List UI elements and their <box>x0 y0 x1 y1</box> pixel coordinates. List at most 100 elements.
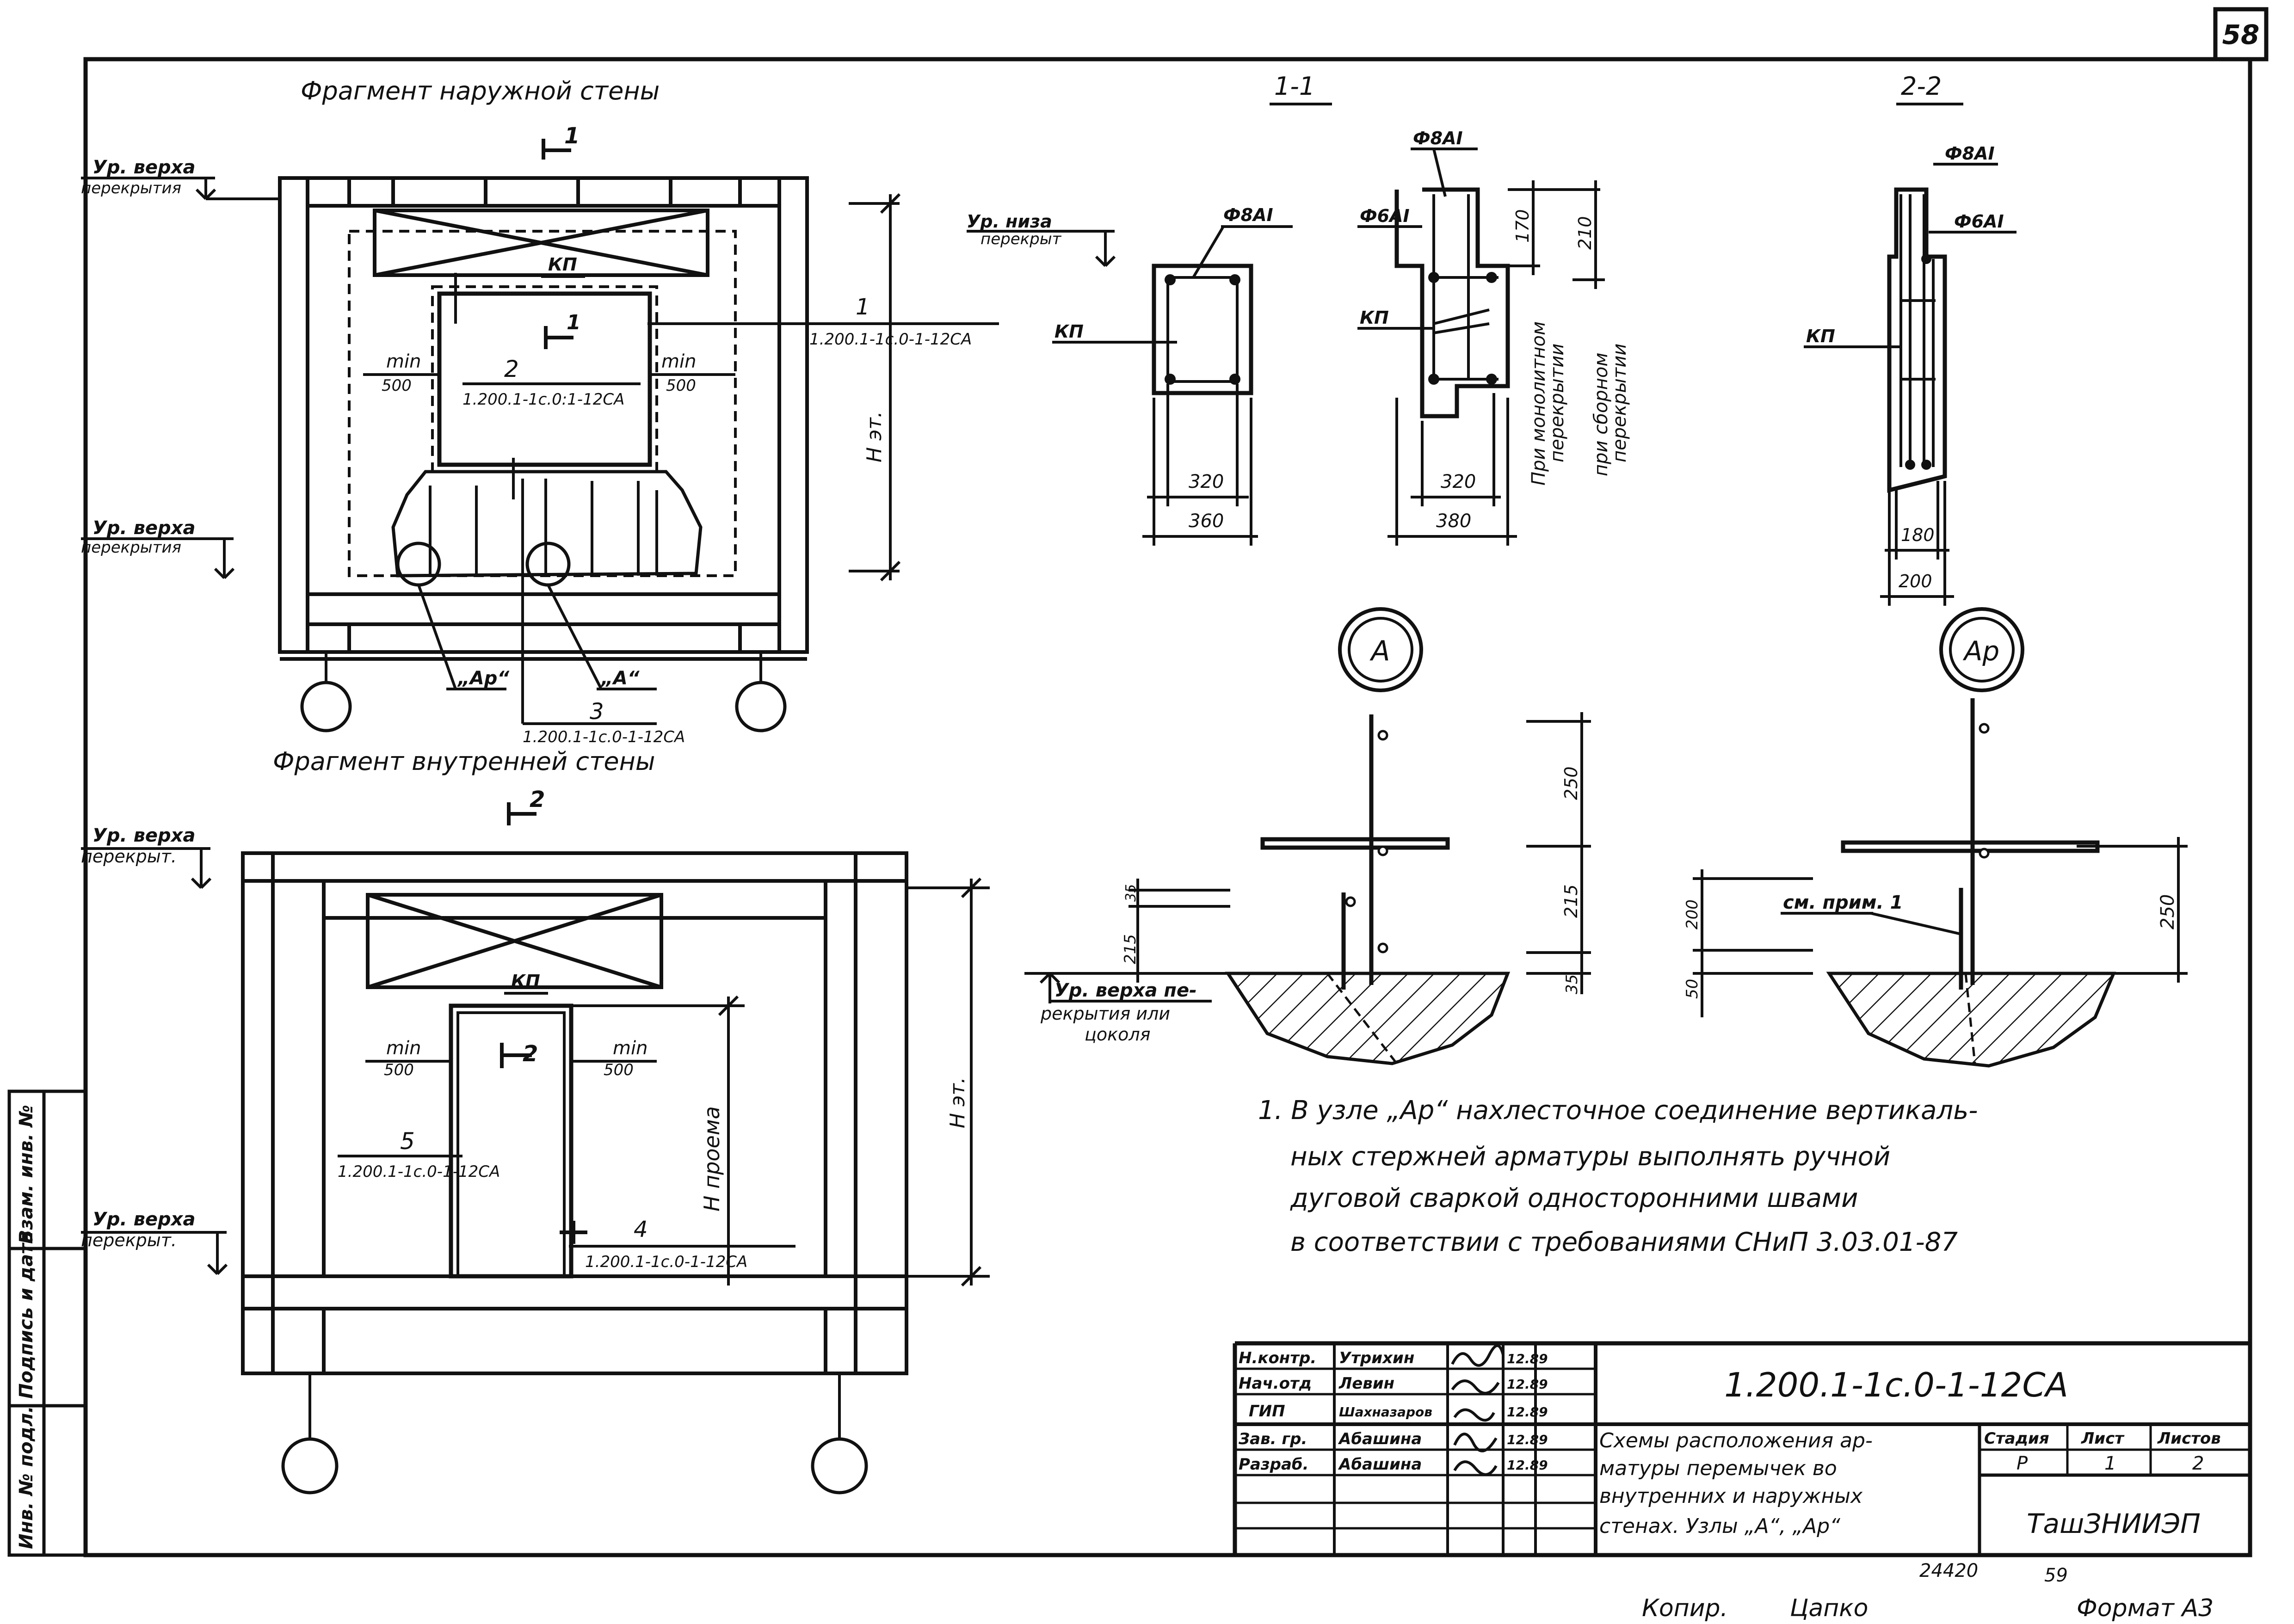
note-line-2: ных стержней арматуры выполнять ручной <box>1290 1142 1890 1172</box>
page-number: 58 <box>2222 19 2260 50</box>
node-a-dims-left <box>1128 879 1230 983</box>
tb-date-5: 12.89 <box>1507 1458 1548 1473</box>
node-a-bars <box>1260 714 1450 990</box>
s11b-dim-210: 210 <box>1575 216 1595 250</box>
inner-min-left-val: 500 <box>384 1061 414 1079</box>
note-line-4: в соответствии с требованиями СНиП 3.03.… <box>1290 1227 1958 1257</box>
tb-sheets: 2 <box>2192 1453 2204 1474</box>
bottom-format: Формат А3 <box>2077 1594 2214 1622</box>
lintel-1-number: 1 <box>856 294 870 320</box>
opening-dashed <box>431 285 658 473</box>
outer-min-right-val: 500 <box>666 376 696 395</box>
s11b-dim-outer: 380 <box>1436 511 1471 532</box>
tb-sheet: 1 <box>2104 1453 2116 1474</box>
section-mark-1-top-number: 1 <box>564 123 580 149</box>
tb-sheet-title-1: Схемы расположения ар- <box>1599 1429 1873 1452</box>
node-ar-dim-250: 250 <box>2157 894 2178 929</box>
node-a-dim-35: 35 <box>1563 974 1581 994</box>
node-a-dim-35-left: 35 <box>1123 884 1139 902</box>
node-a-detail: А 250 215 35 215 35 <box>1024 607 1591 1065</box>
inner-level-bottom-1: Ур. верха <box>92 1209 195 1230</box>
opening-height-label: H проема <box>699 1106 724 1212</box>
node-ar-dims <box>1693 837 2188 1017</box>
section-mark-1-inner-number: 1 <box>567 311 581 334</box>
tb-date-4: 12.89 <box>1507 1432 1548 1447</box>
section-2-2-title: 2-2 <box>1901 72 1942 101</box>
lintel-2-code: 1.200.1-1с.0:1-12СА <box>462 390 624 409</box>
outer-min-left-val: 500 <box>382 376 412 395</box>
node-a-marker-label: А <box>1369 635 1390 667</box>
lintel-2-number: 2 <box>504 356 519 382</box>
outer-level-bottom-marker <box>81 537 235 579</box>
bottom-copier: Цапко <box>1790 1594 1868 1622</box>
s22-cage <box>1899 194 1936 467</box>
tb-date-2: 12.89 <box>1507 1377 1548 1392</box>
s11-rebar-label: Ф8АI <box>1223 205 1273 225</box>
node-a-dims-right <box>1526 712 1591 994</box>
inner-axis-right <box>811 1437 868 1495</box>
tb-date-1: 12.89 <box>1507 1351 1548 1366</box>
node-ar-note-leader <box>1870 912 1961 935</box>
outer-axis-left <box>300 681 352 732</box>
tb-signatures <box>1451 1344 1505 1476</box>
node-leaders <box>417 573 657 725</box>
s11-cage <box>1166 276 1239 383</box>
title-block <box>1233 1341 2250 1555</box>
s11b-cage <box>1432 194 1498 381</box>
node-a-slab-hatch <box>1225 972 1511 1065</box>
inner-height-label: H эт. <box>946 1077 969 1128</box>
tb-name-4: Абашина <box>1338 1430 1422 1448</box>
node-ar-label: „Ар“ <box>457 668 510 689</box>
sheet-frame <box>83 57 2252 1557</box>
s11b-note-monolith-1: При монолитном <box>1528 321 1549 486</box>
node-a-weld-dots <box>1345 730 1388 953</box>
lintel-4-mark <box>560 1221 587 1244</box>
inner-wall-outline <box>241 851 908 1375</box>
outer-node-ar-circle <box>396 541 441 587</box>
node-ar-marker-outer <box>1939 607 2024 692</box>
opening-height-dim <box>571 995 745 1286</box>
tb-org: ТашЗНИИЭП <box>2027 1508 2201 1539</box>
outer-wall-broken-zone <box>391 470 703 578</box>
inner-wall-title: Фрагмент внутренней стены <box>273 747 655 776</box>
node-ar-marker-inner <box>1949 617 2015 683</box>
node-ar-note-ref: см. прим. 1 <box>1783 892 1903 913</box>
node-a-marker-inner <box>1348 617 1413 683</box>
outer-min-left: min <box>386 351 421 372</box>
node-a-level-3: цоколя <box>1085 1024 1150 1045</box>
s22-dims <box>1880 481 1954 606</box>
outer-wall-title: Фрагмент наружной стены <box>301 76 660 105</box>
outer-height-label: H эт. <box>863 411 886 462</box>
tb-name-1: Утрихин <box>1339 1349 1414 1367</box>
s11b-note-monolith-2: перекрытии <box>1547 344 1568 462</box>
section-mark-2-top <box>507 802 536 825</box>
s11b-note-precast-2: перекрытии <box>1609 344 1630 462</box>
node-ar-dim-200: 200 <box>1683 899 1702 929</box>
s11-kp: КП <box>1054 321 1084 342</box>
node-ar-bars <box>1841 698 2100 990</box>
outer-min-right: min <box>661 351 696 372</box>
outer-level-bottom-1: Ур. верха <box>92 517 195 539</box>
page-number-box: 58 <box>2213 7 2269 62</box>
outer-kp-label: КП <box>548 254 577 275</box>
s22-rebars <box>1905 254 1931 470</box>
node-a-level-1: Ур. верха пе- <box>1054 980 1197 1001</box>
s11b-rebar-top: Ф8АI <box>1413 128 1463 148</box>
bottom-num-right: 59 <box>2044 1565 2068 1586</box>
node-ar-weld-dash <box>1964 973 1976 1064</box>
inner-height-dim <box>906 877 990 1287</box>
s11b-note-precast-1: при сборном <box>1591 352 1612 476</box>
outer-height-dim <box>849 193 901 582</box>
outer-level-bottom-2: перекрытия <box>81 538 181 557</box>
inner-wall-fragment: Фрагмент внутренней стены 2 КП <box>81 747 990 1495</box>
bottom-num-left: 24420 <box>1919 1560 1978 1581</box>
outer-axis-right <box>735 681 787 732</box>
outer-wall-outline <box>278 176 809 661</box>
lintel-4-code: 1.200.1-1с.0-1-12СА <box>585 1253 747 1271</box>
stamp-replacement-inv: Взам. инв. № <box>16 1105 37 1244</box>
inner-axis-left <box>281 1437 339 1495</box>
note-line-1: 1. В узле „Ар“ нахлесточное соединение в… <box>1258 1095 1978 1126</box>
notes: 1. В узле „Ар“ нахлесточное соединение в… <box>1258 1095 1978 1257</box>
lintel-4-number: 4 <box>634 1217 648 1243</box>
